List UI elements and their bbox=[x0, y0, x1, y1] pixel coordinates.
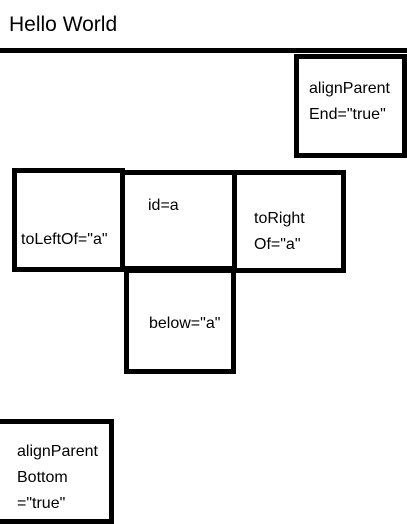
to-right-of-line2: Of="a" bbox=[254, 236, 301, 253]
align-parent-bottom-label: alignParent Bottom ="true" bbox=[17, 439, 112, 517]
align-parent-end-view: alignParent End="true" bbox=[294, 54, 407, 158]
to-left-of-label: toLeftOf="a" bbox=[21, 231, 108, 248]
to-left-of-view: toLeftOf="a" bbox=[12, 168, 125, 272]
to-right-of-label: toRight Of="a" bbox=[254, 206, 344, 258]
below-label: below="a" bbox=[149, 315, 221, 332]
align-parent-bottom-view: alignParent Bottom ="true" bbox=[0, 419, 114, 524]
to-right-of-line1: toRight bbox=[254, 210, 305, 227]
anchor-view-label: id=a bbox=[148, 197, 179, 214]
align-parent-bottom-line3: ="true" bbox=[17, 495, 66, 512]
align-parent-bottom-line1: alignParent bbox=[17, 443, 98, 460]
to-right-of-view: toRight Of="a" bbox=[232, 170, 346, 273]
app-title: Hello World bbox=[9, 13, 118, 36]
align-parent-bottom-line2: Bottom bbox=[17, 469, 68, 486]
action-bar-divider bbox=[0, 48, 407, 53]
align-parent-end-label: alignParent End="true" bbox=[309, 76, 407, 128]
align-parent-end-line2: End="true" bbox=[309, 106, 386, 123]
align-parent-end-line1: alignParent bbox=[309, 80, 390, 97]
anchor-view-a: id=a bbox=[124, 170, 234, 271]
below-view: below="a" bbox=[124, 268, 236, 374]
